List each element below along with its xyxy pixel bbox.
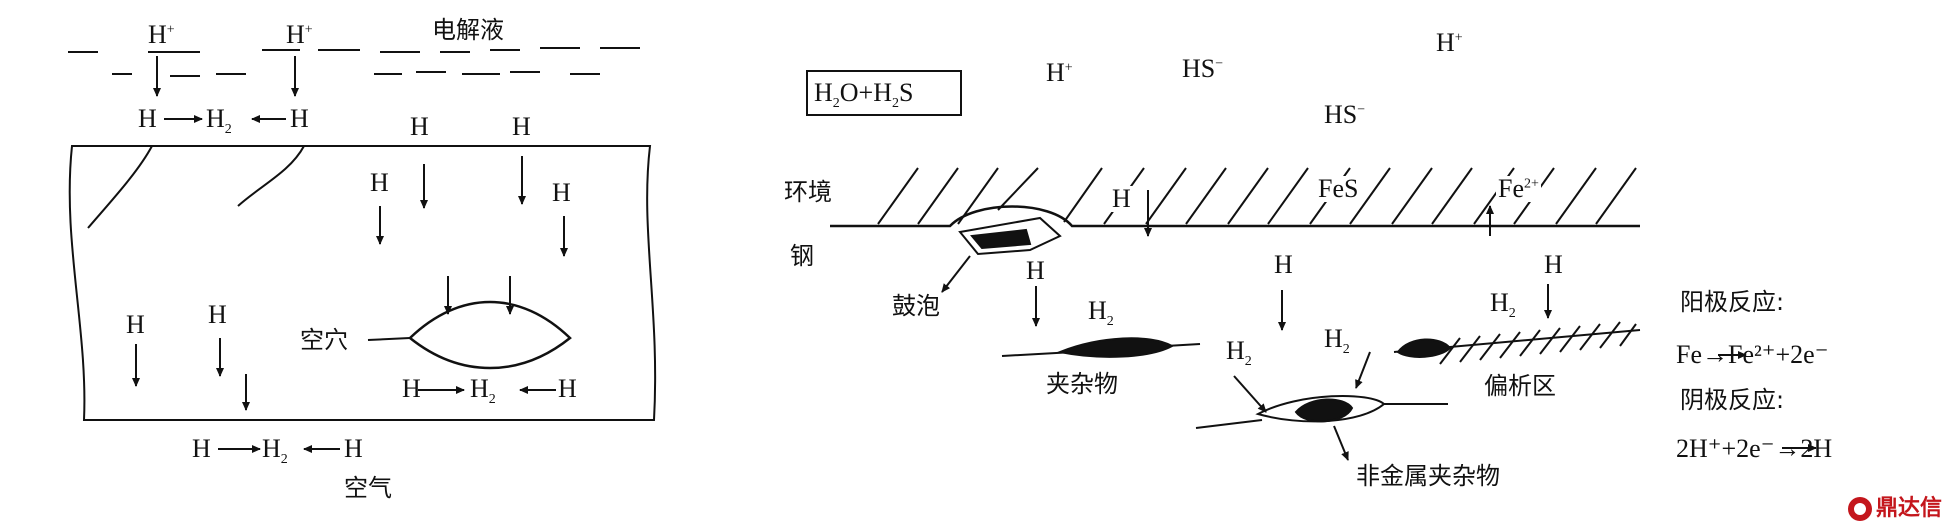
h-plus-ion: H+ (148, 20, 175, 49)
steel-h-arrows (1032, 190, 1552, 331)
h-plus-ion: H+ (1046, 58, 1073, 87)
h-atom: H (208, 300, 227, 329)
h-atom: H (1110, 184, 1133, 213)
h-atom: H (192, 434, 211, 463)
blister (941, 216, 1062, 293)
h-plus-down-arrows (153, 56, 299, 97)
segregation-zone (1393, 321, 1641, 365)
h2o-h2s-label: H2O+H2S (814, 78, 914, 112)
h-atom: H (290, 104, 309, 133)
watermark-badge-icon (1848, 497, 1872, 521)
cathode-reaction-title: 阴极反应: (1680, 386, 1785, 414)
steel-surface-line (830, 205, 1640, 228)
h-atom: H (370, 168, 389, 197)
anode-reaction-equation: Fe→Fe²⁺+2e⁻ (1676, 340, 1829, 369)
h-plus-ion: H+ (1436, 28, 1463, 57)
h-atom: H (552, 178, 571, 207)
h2-molecule: H2 (1490, 288, 1516, 322)
h-atom: H (1544, 250, 1563, 279)
electrolyte-dashes (68, 47, 640, 77)
h-diffusion-arrows (132, 156, 568, 411)
h2-molecule: H2 (1226, 336, 1252, 370)
h2-molecule: H2 (1088, 296, 1114, 330)
h-atom: H (126, 310, 145, 339)
medium-box (806, 70, 962, 116)
h-atom: H (1274, 250, 1293, 279)
h-to-h2-arrows (164, 115, 556, 453)
void-label: 空穴 (300, 326, 348, 354)
air-label: 空气 (344, 474, 392, 502)
reaction-arrows (1718, 351, 1817, 452)
h-atom: H (410, 112, 429, 141)
h-atom: H (402, 374, 421, 403)
void-pointer (367, 337, 411, 341)
cathode-reaction-equation: 2H⁺+2e⁻→2H (1676, 434, 1833, 463)
anode-reaction-title: 阳极反应: (1680, 288, 1785, 316)
h-atom: H (138, 104, 157, 133)
h2-molecule: H2 (470, 374, 496, 408)
h2-molecule: H2 (1324, 324, 1350, 358)
steel-label: 钢 (790, 242, 814, 270)
h-atom: H (512, 112, 531, 141)
nonmetal-inclusion (1195, 351, 1448, 461)
void-cavity (408, 300, 572, 370)
environment-label: 环境 (784, 178, 832, 206)
nonmetal-inclusion-label: 非金属夹杂物 (1356, 462, 1500, 490)
hs-minus-ion: HS− (1182, 54, 1224, 83)
electrolyte-label: 电解液 (432, 16, 504, 44)
h2-molecule: H2 (206, 104, 232, 138)
h-atom: H (344, 434, 363, 463)
inclusion-label: 夹杂物 (1046, 370, 1118, 398)
metal-specimen-outline (68, 145, 657, 421)
fe2-ion: Fe2+ (1496, 174, 1541, 203)
segregation-label: 偏析区 (1484, 372, 1556, 400)
blister-label: 鼓泡 (892, 292, 940, 320)
fes-label: FeS (1314, 176, 1363, 202)
specimen-curves (87, 145, 305, 229)
watermark-text: 鼎达信 (1876, 496, 1943, 521)
h-plus-ion: H+ (286, 20, 313, 49)
hs-minus-ion: HS− (1324, 100, 1366, 129)
h-atom: H (1026, 256, 1045, 285)
h-atom: H (558, 374, 577, 403)
watermark-logo: 鼎达信 (1848, 490, 1943, 522)
inclusion (1001, 337, 1201, 358)
h2-molecule: H2 (262, 434, 288, 468)
